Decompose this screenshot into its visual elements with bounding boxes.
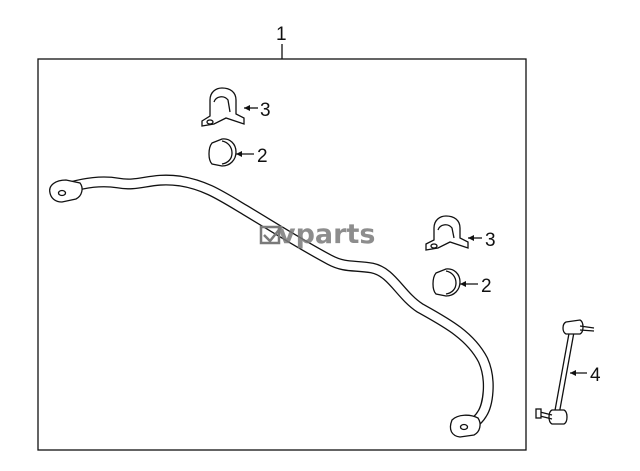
watermark-logo: vparts [259, 219, 375, 250]
bar-left-end [49, 179, 83, 203]
assembly-frame [37, 58, 527, 451]
callout-assembly: 1 [276, 24, 287, 45]
bracket-upper[interactable] [201, 87, 245, 127]
arrow-icon [468, 235, 474, 241]
callout-bushing-lower: 2 [481, 276, 492, 297]
stabilizer-bar[interactable] [52, 174, 494, 434]
callout-bracket-upper: 3 [260, 100, 271, 121]
bar-right-end [449, 414, 481, 438]
callout-link: 4 [590, 365, 601, 386]
watermark-text: vparts [278, 219, 375, 250]
callout-bracket-lower: 3 [485, 230, 496, 251]
bracket-lower[interactable] [425, 215, 469, 251]
bushing-upper[interactable] [208, 138, 237, 167]
bushing-lower[interactable] [432, 268, 461, 297]
arrow-icon [460, 281, 466, 287]
arrow-icon [244, 105, 250, 111]
stabilizer-link[interactable] [535, 319, 595, 425]
arrow-icon [570, 370, 576, 376]
arrow-icon [236, 151, 242, 157]
callout-bushing-upper: 2 [257, 146, 268, 167]
